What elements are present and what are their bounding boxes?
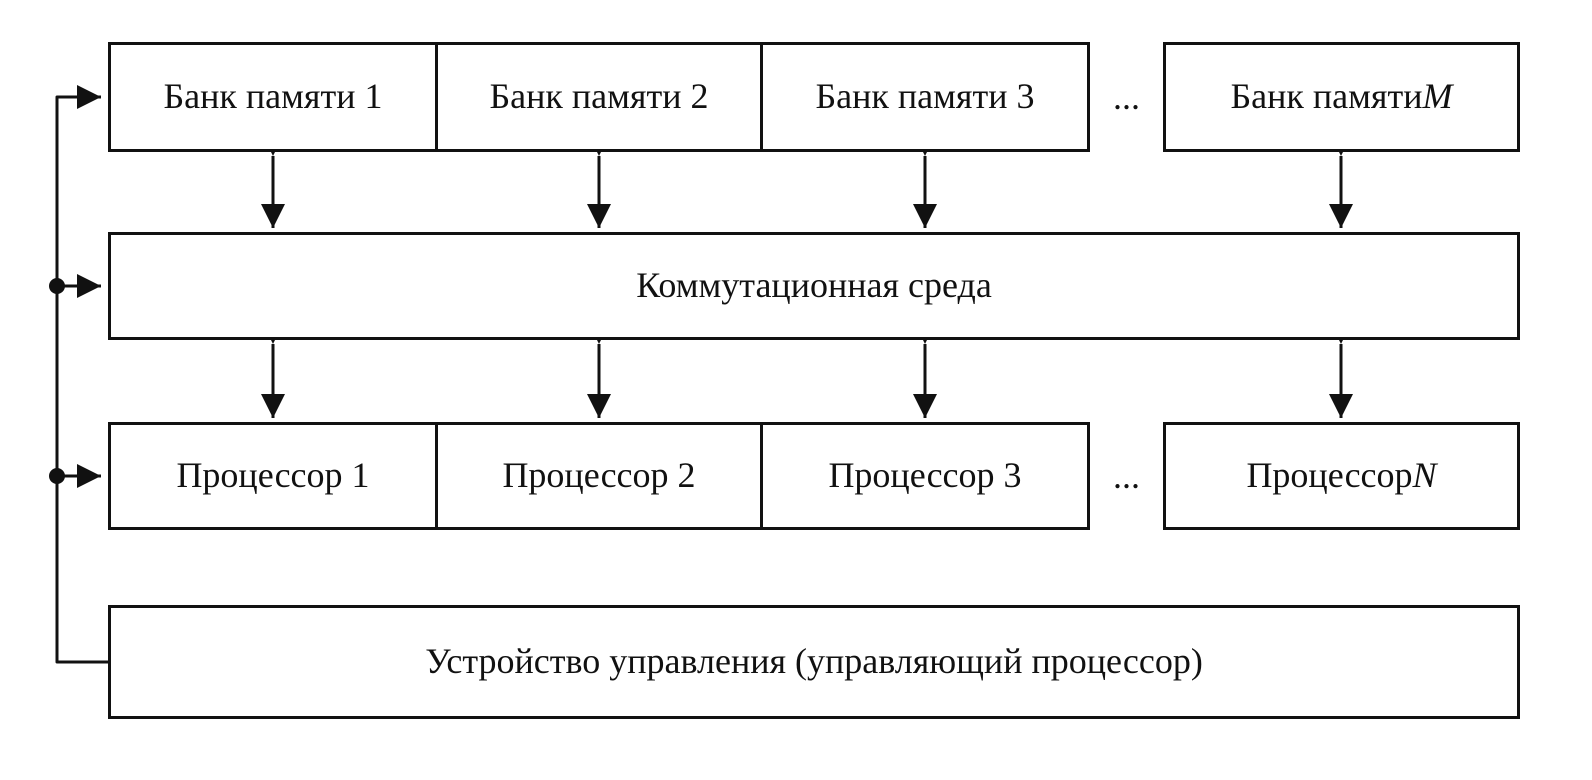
memory-bank-3-box: Банк памяти 3 (760, 42, 1090, 152)
control-unit-label: Устройство управления (управляющий проце… (425, 641, 1203, 682)
memory-bank-2-label: Банк памяти 2 (489, 76, 709, 117)
memory-row-ellipsis: ... (1113, 77, 1140, 117)
processor-2-label: Процессор 2 (502, 455, 696, 496)
memory-bank-m-label: Банк памяти (1230, 76, 1423, 117)
memory-switch-arrows (261, 132, 1353, 228)
processor-1-box: Процессор 1 (108, 422, 438, 530)
switch-medium-label: Коммутационная среда (636, 265, 992, 306)
memory-bank-2-box: Банк памяти 2 (435, 42, 763, 152)
memory-bank-1-label: Банк памяти 1 (163, 76, 383, 117)
junction-dot-switch (49, 278, 65, 294)
memory-bank-m-suffix: M (1422, 76, 1453, 117)
memory-bank-m-box: Банк памяти M (1163, 42, 1520, 152)
switch-processor-arrows (261, 320, 1353, 418)
processor-3-label: Процессор 3 (828, 455, 1022, 496)
switch-medium-box: Коммутационная среда (108, 232, 1520, 340)
processor-2-box: Процессор 2 (435, 422, 763, 530)
processor-n-label: Процессор (1246, 455, 1413, 496)
processor-row-ellipsis: ... (1113, 456, 1140, 496)
processor-n-box: Процессор N (1163, 422, 1520, 530)
control-unit-box: Устройство управления (управляющий проце… (108, 605, 1520, 719)
processor-1-label: Процессор 1 (176, 455, 370, 496)
processor-3-box: Процессор 3 (760, 422, 1090, 530)
control-bus (49, 85, 108, 664)
control-to-memory-arrow (55, 85, 108, 664)
junction-dot-processor (49, 468, 65, 484)
memory-bank-3-label: Банк памяти 3 (815, 76, 1035, 117)
memory-bank-1-box: Банк памяти 1 (108, 42, 438, 152)
processor-n-suffix: N (1412, 455, 1437, 496)
